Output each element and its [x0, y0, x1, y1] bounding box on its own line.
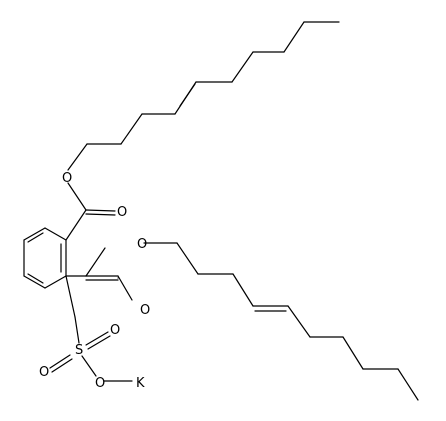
sulfonate-group [49, 275, 133, 382]
atom-o-sulfonyl-lower: O [39, 365, 49, 380]
atom-s-sulfonyl: S [75, 343, 83, 358]
lower-ester-group [65, 247, 133, 301]
atom-o-ester-lower: O [137, 237, 147, 252]
atom-o-carbonyl-upper: O [117, 205, 127, 220]
atom-o-sulfonyl-upper: O [110, 323, 120, 338]
atom-o-sulfonate: O [95, 376, 105, 391]
benzene-ring [23, 227, 67, 289]
atom-o-ester-upper: O [62, 171, 72, 186]
upper-ester-group [65, 182, 116, 241]
atom-o-carbonyl-lower: O [140, 303, 150, 318]
atom-labels: O O O O S O O O K [39, 171, 150, 391]
lower-decenyl-chain [143, 242, 419, 401]
atom-k-counterion: K [136, 376, 145, 391]
upper-decenyl-chain [67, 21, 340, 171]
